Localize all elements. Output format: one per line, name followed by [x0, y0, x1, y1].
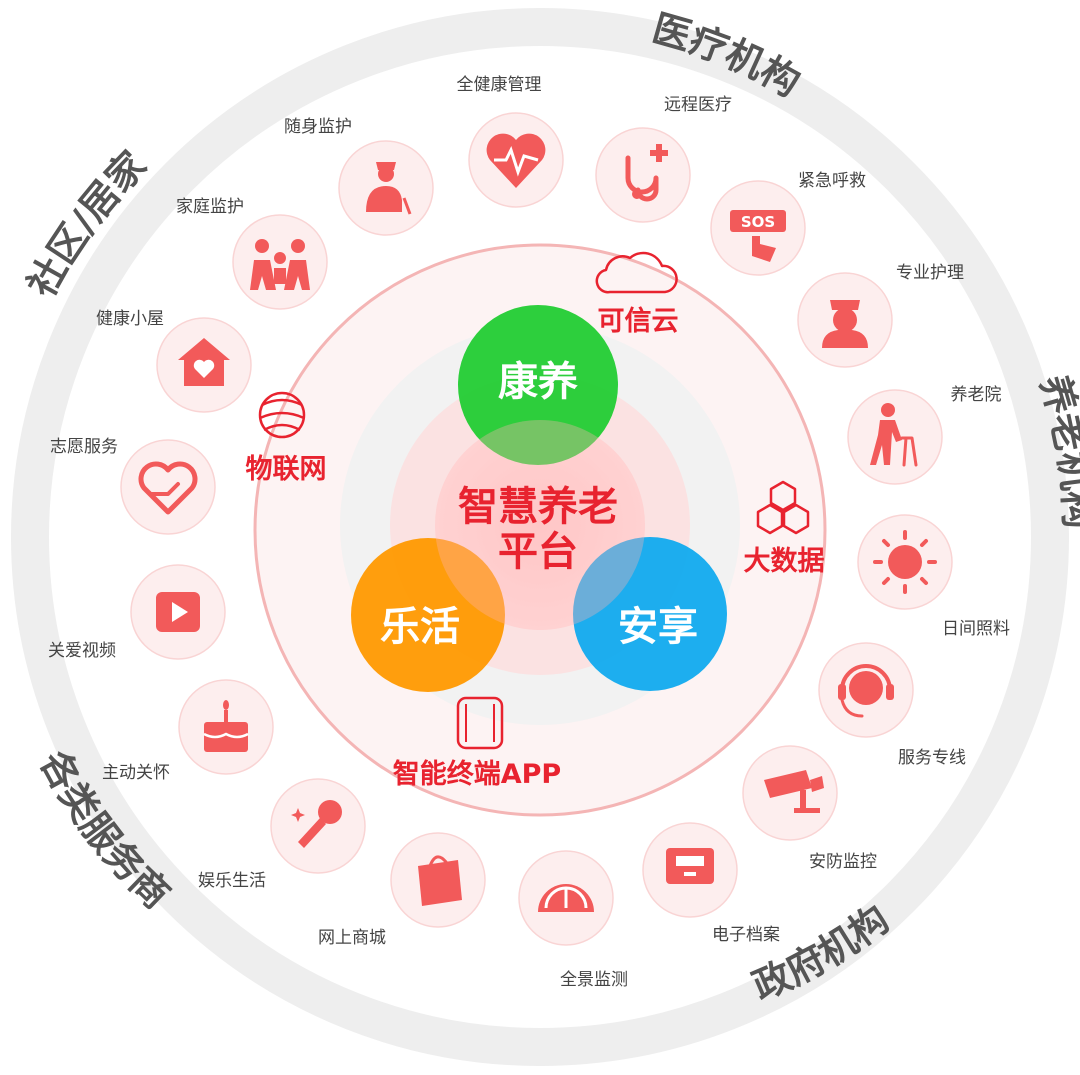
- service-node[interactable]: 电子档案: [642, 822, 780, 945]
- smartphone-icon: [456, 696, 504, 750]
- tech-label-bigdata: 大数据: [744, 546, 825, 577]
- tech-iot: 物联网: [246, 391, 327, 485]
- service-node[interactable]: 日间照料: [857, 514, 1010, 639]
- elder-walker-icon: [870, 403, 918, 467]
- archive-box-icon: [666, 848, 714, 884]
- tech-label-app: 智能终端APP: [393, 758, 561, 790]
- service-node[interactable]: 健康小屋: [96, 309, 252, 413]
- core-title-line1: 智慧养老: [458, 484, 618, 530]
- service-label: 全景监测: [560, 970, 628, 990]
- service-node[interactable]: 服务专线: [818, 642, 966, 768]
- gauge-icon: [538, 884, 594, 912]
- svg-text:SOS: SOS: [741, 213, 775, 231]
- tech-label-iot: 物联网: [246, 454, 327, 485]
- tech-label-cloud: 可信云: [598, 306, 679, 337]
- pillar-circle-kangyang: [458, 305, 618, 465]
- pillar-circle-anxiang: [573, 537, 727, 691]
- security-camera-icon: [764, 770, 824, 813]
- house-heart-icon: [178, 338, 230, 386]
- service-label: 健康小屋: [96, 309, 164, 329]
- service-label: 紧急呼救: [798, 171, 866, 191]
- service-label: 专业护理: [896, 263, 964, 283]
- elder-cane-icon: [366, 162, 412, 215]
- service-label: 关爱视频: [48, 641, 116, 661]
- service-label: 全健康管理: [457, 75, 542, 95]
- pillar-label-anxiang: 安享: [618, 604, 698, 650]
- pillar-circle-lehuo: [351, 538, 505, 692]
- service-node[interactable]: 随身监护: [284, 117, 434, 236]
- service-label: 随身监护: [284, 117, 352, 137]
- service-node[interactable]: 专业护理: [797, 263, 964, 368]
- sector-label-government: 政府机构: [746, 897, 897, 1009]
- outer-ring: [11, 8, 1069, 1066]
- service-node[interactable]: 养老院: [847, 385, 1002, 485]
- service-node[interactable]: 志愿服务: [50, 437, 216, 535]
- pillars: 康养 乐活 安享: [351, 305, 727, 692]
- service-nodes: 全健康管理 远程医疗 SOS 紧急呼救: [48, 75, 1010, 990]
- service-node[interactable]: 关爱视频: [48, 564, 226, 661]
- service-label: 志愿服务: [50, 437, 118, 457]
- cloud-icon: [595, 251, 678, 294]
- service-label: 网上商城: [318, 928, 386, 948]
- service-node[interactable]: 网上商城: [318, 832, 486, 948]
- service-label: 主动关怀: [102, 763, 170, 783]
- service-node[interactable]: SOS 紧急呼救: [710, 171, 866, 276]
- headset-agent-icon: [838, 664, 894, 718]
- service-label: 安防监控: [809, 852, 877, 872]
- service-label: 娱乐生活: [198, 871, 266, 891]
- iot-globe-icon: [258, 391, 306, 439]
- heart-pulse-icon: [486, 133, 546, 188]
- core-title-line2: 平台: [498, 529, 578, 575]
- pillar-label-lehuo: 乐活: [380, 604, 460, 650]
- stethoscope-icon: [625, 144, 668, 202]
- service-node[interactable]: 全景监测: [518, 850, 628, 990]
- family-icon: [250, 239, 310, 290]
- tech-cloud: 可信云: [595, 251, 679, 337]
- service-label: 日间照料: [942, 619, 1010, 639]
- hexagons-icon: [756, 480, 810, 535]
- tech-app: 智能终端APP: [393, 696, 561, 790]
- nurse-icon: [822, 300, 868, 348]
- service-label: 电子档案: [712, 925, 780, 945]
- tech-bigdata: 大数据: [744, 480, 825, 577]
- microphone-icon: [291, 800, 342, 848]
- service-node[interactable]: 主动关怀: [102, 679, 274, 783]
- service-node[interactable]: 安防监控: [742, 745, 877, 872]
- sun-icon: [873, 530, 937, 594]
- service-label: 服务专线: [898, 748, 966, 768]
- core-overlay: [435, 420, 645, 630]
- sos-button-icon: SOS: [730, 210, 786, 262]
- service-label: 远程医疗: [664, 95, 732, 115]
- pillar-label-kangyang: 康养: [498, 359, 578, 405]
- birthday-cake-icon: [203, 700, 249, 752]
- service-label: 家庭监护: [176, 197, 244, 217]
- helping-hands-heart-icon: [138, 461, 198, 515]
- shopping-bag-icon: [418, 855, 462, 906]
- video-play-icon: [156, 592, 200, 632]
- service-label: 养老院: [951, 385, 1002, 405]
- service-node[interactable]: 家庭监护: [176, 197, 328, 310]
- service-node[interactable]: 娱乐生活: [198, 778, 366, 891]
- service-node[interactable]: 全健康管理: [457, 75, 564, 208]
- service-node[interactable]: 远程医疗: [595, 95, 732, 223]
